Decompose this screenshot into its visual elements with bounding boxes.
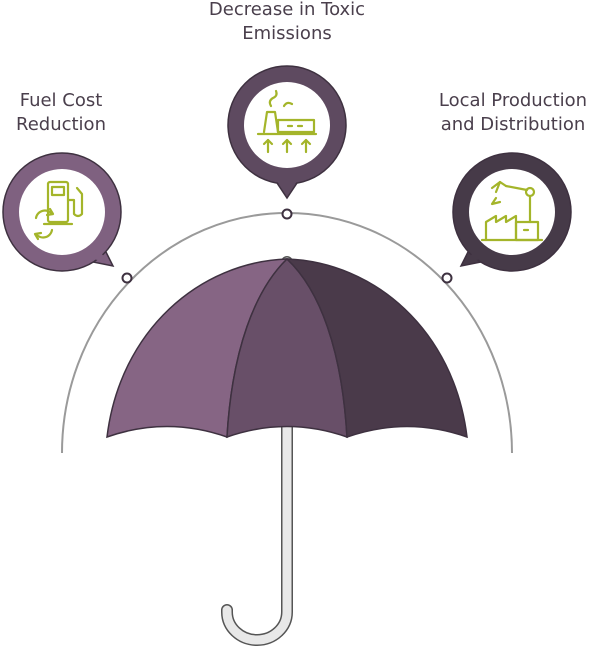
benefit-label-fuel: Fuel Cost Reduction — [0, 89, 122, 137]
arc-marker-top — [281, 208, 293, 220]
benefit-label-line: Fuel Cost — [19, 90, 103, 111]
robotic-factory-icon — [480, 180, 544, 242]
fuel-pump-recycle-icon — [33, 180, 84, 241]
benefit-label-line: Local Production — [438, 90, 588, 111]
benefit-label-line: and Distribution — [440, 114, 586, 135]
arc-marker-right — [441, 272, 453, 284]
benefit-label-local: Local Production and Distribution — [426, 89, 600, 137]
umbrella-panel-right — [285, 258, 468, 439]
benefit-pin-local — [452, 152, 572, 272]
benefit-pin-fuel — [2, 152, 122, 272]
factory-emissions-icon — [256, 89, 318, 154]
benefit-label-line: Decrease in Toxic — [208, 0, 366, 20]
arc-marker-left — [121, 272, 133, 284]
benefit-label-line: Emissions — [242, 23, 332, 44]
benefit-label-emissions: Decrease in Toxic Emissions — [187, 0, 387, 46]
benefit-label-line: Reduction — [16, 114, 106, 135]
benefit-pin-emissions — [227, 65, 347, 200]
